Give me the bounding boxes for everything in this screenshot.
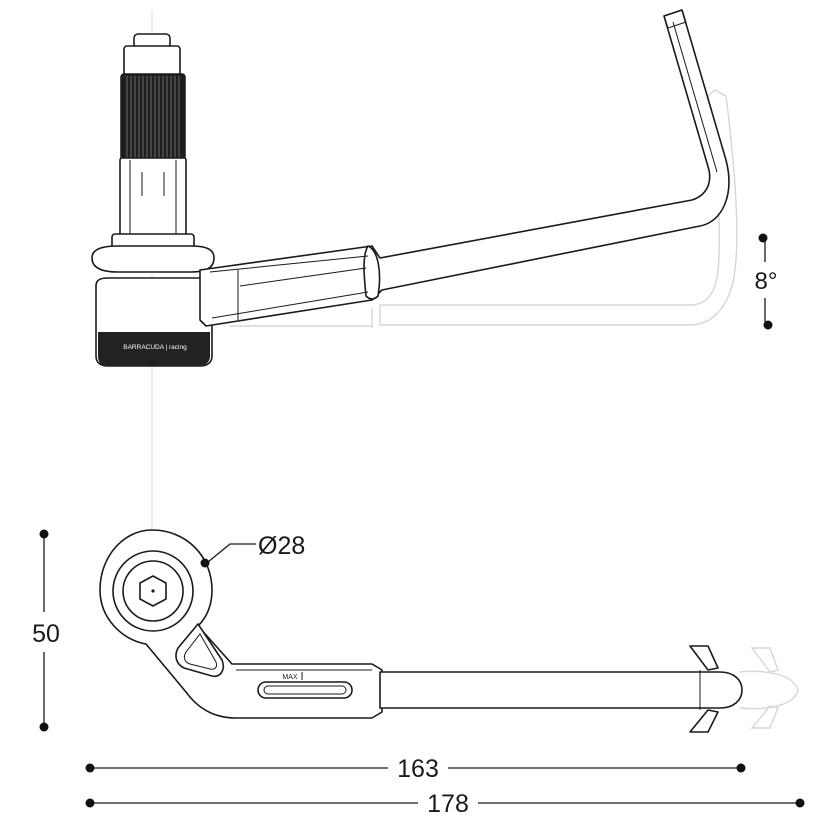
diameter-callout: Ø28 bbox=[200, 532, 305, 568]
clamp-body: BARRACUDA | racing bbox=[95, 277, 213, 367]
width-inner-dimension: 163 bbox=[85, 755, 746, 783]
diameter-label: Ø28 bbox=[258, 532, 305, 560]
brand-label: BARRACUDA | racing bbox=[123, 344, 187, 351]
angle-label: 8° bbox=[755, 268, 778, 295]
ghost-lever-inner bbox=[230, 308, 373, 328]
slot-label: MAX bbox=[282, 674, 298, 681]
angle-dimension: 8° bbox=[755, 233, 778, 330]
height-label: 50 bbox=[32, 620, 60, 648]
ghost-lever-tip bbox=[739, 670, 799, 710]
width-total-dimension: 178 bbox=[85, 790, 805, 818]
width-inner-label: 163 bbox=[397, 755, 439, 783]
lever-arm-top bbox=[199, 9, 730, 327]
side-view: MAX Ø28 50 bbox=[32, 529, 805, 818]
top-view: BARRACUDA | racing 8° bbox=[91, 9, 778, 367]
lever-rod bbox=[379, 645, 743, 733]
clamp-side: MAX bbox=[99, 529, 383, 719]
height-dimension: 50 bbox=[32, 529, 60, 732]
bar-end-plug bbox=[91, 33, 215, 273]
adjust-slot bbox=[257, 681, 353, 699]
width-total-label: 178 bbox=[427, 790, 469, 818]
